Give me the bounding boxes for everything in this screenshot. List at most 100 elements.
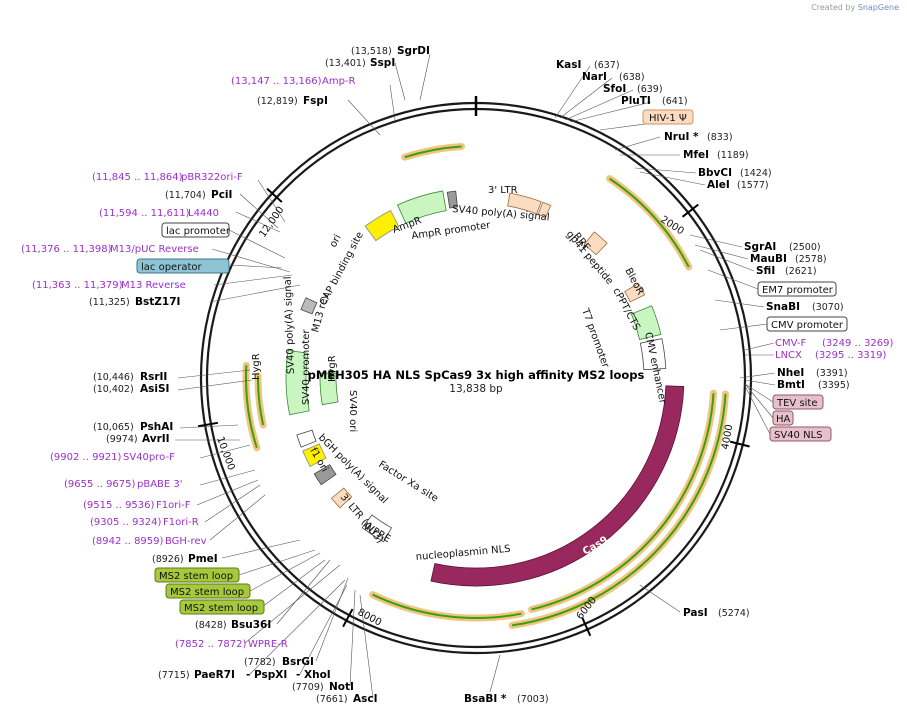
orf-ampr-line (404, 145, 462, 159)
enzyme-pluti[interactable]: PluTI (621, 95, 651, 107)
primer-f1orir[interactable]: F1ori-R (163, 517, 199, 528)
hygr2-shape (319, 372, 339, 406)
enzyme-labels-left: (13,518) SgrDI (13,401) SspI (12,819) Fs… (89, 45, 430, 705)
leader-line (238, 549, 316, 576)
box-em7-text: EM7 promoter (762, 285, 834, 296)
enzyme-sspi[interactable]: SspI (370, 57, 395, 69)
box-lac-operator[interactable]: lac operator (136, 258, 230, 274)
primer-l4440[interactable]: L4440 (188, 208, 219, 219)
enzyme-labels-right: KasI (637) NarI (638) SfoI (639) PluTI (… (464, 59, 850, 705)
enzyme-bsrgi[interactable]: BsrGI (282, 656, 314, 668)
enzyme-pmei-pos: (8926) (152, 554, 184, 565)
box-ms2-1-text: MS2 stem loop (159, 571, 233, 582)
box-ms2-loop-2[interactable]: MS2 stem loop (165, 583, 251, 599)
box-ms2-loop-1[interactable]: MS2 stem loop (154, 567, 240, 583)
enzyme-nrui[interactable]: NruI * (664, 131, 699, 143)
ampr-prom-shape (446, 190, 458, 209)
enzyme-pmei[interactable]: PmeI (188, 553, 218, 565)
box-ms2-loop-3[interactable]: MS2 stem loop (179, 599, 265, 615)
primer-ampr[interactable]: Amp-R (322, 76, 356, 87)
leader-line (213, 274, 293, 286)
enzyme-snabi[interactable]: SnaBI (766, 301, 800, 313)
enzyme-bsabi[interactable]: BsaBI * (464, 693, 507, 705)
primer-m13puc[interactable]: M13/pUC Reverse (110, 244, 199, 255)
enzyme-nari[interactable]: NarI (582, 71, 607, 83)
snapgene-logo: SnapGene (857, 3, 899, 12)
box-em7-promoter[interactable]: EM7 promoter (757, 281, 837, 297)
enzyme-bmti[interactable]: BmtI (777, 379, 805, 391)
enzyme-pcii[interactable]: PciI (211, 189, 232, 201)
enzyme-sgrai-pos: (2500) (789, 242, 821, 253)
primer-f1orif[interactable]: F1ori-F (156, 500, 191, 511)
box-tev-site[interactable]: TEV site (772, 394, 824, 410)
enzyme-sfoi[interactable]: SfoI (603, 83, 626, 95)
leader-line (554, 65, 591, 119)
primer-sv40pro[interactable]: SV40pro-F (123, 452, 175, 463)
enzyme-nhei[interactable]: NheI (777, 367, 804, 379)
box-sv40-nls[interactable]: SV40 NLS (769, 426, 832, 442)
enzyme-rsrii[interactable]: RsrII (140, 371, 167, 383)
orf-hygr-outer-line (245, 365, 258, 449)
leader-line (639, 171, 706, 186)
enzyme-avrii[interactable]: AvrII (142, 433, 170, 445)
enzyme-alei[interactable]: AleI (707, 179, 730, 191)
box-lac-promoter[interactable]: lac promoter (161, 222, 231, 238)
enzyme-paer7i[interactable]: PaeR7I (194, 669, 235, 681)
primer-pbr322ori[interactable]: pBR322ori-F (181, 172, 243, 183)
enzyme-asci[interactable]: AscI (353, 693, 378, 705)
feature-m13-rev: M13 rev (310, 292, 331, 334)
primer-m13rev[interactable]: M13 Reverse (121, 280, 186, 291)
primer-m13rev-range: (11,363 .. 11,379) (32, 280, 123, 291)
orf-bottom-halo (369, 591, 525, 622)
bleor-tag (624, 282, 646, 303)
enzyme-noti[interactable]: NotI (329, 681, 354, 693)
primer-wprer[interactable]: WPRE-R (248, 639, 288, 650)
primer-f1orir-range: (9305 .. 9324) (90, 517, 162, 528)
enzyme-asisi-pos: (10,402) (93, 384, 134, 395)
box-ha[interactable]: HA (772, 410, 794, 426)
orf-bottom-line (372, 593, 522, 619)
enzyme-sgrai[interactable]: SgrAI (744, 241, 776, 253)
enzyme-bbvci[interactable]: BbvCI (698, 167, 732, 179)
leader-line (689, 234, 743, 248)
primer-lncx[interactable]: LNCX (775, 350, 802, 361)
box-hiv1-psi[interactable]: HIV-1 Ψ (642, 109, 694, 125)
enzyme-bsu36i[interactable]: Bsu36I (231, 619, 271, 631)
ampr-shape (396, 190, 447, 224)
enzyme-fspi[interactable]: FspI (303, 95, 328, 107)
feature-nucleoplasmin-nls: nucleoplasmin NLS (415, 544, 511, 563)
tick-mark (266, 187, 283, 203)
enzyme-rsrii-pos: (10,446) (93, 372, 134, 383)
enzyme-sfii-pos: (2621) (785, 266, 817, 277)
enzyme-pcii-pos: (11,704) (165, 190, 206, 201)
enzyme-xhoi[interactable]: - XhoI (296, 669, 331, 681)
leader-line (419, 53, 431, 101)
enzyme-asisi[interactable]: AsiSI (140, 383, 169, 395)
enzyme-sfii[interactable]: SfiI (756, 265, 775, 277)
enzyme-sgrdi[interactable]: SgrDI (397, 45, 430, 57)
enzyme-bstz17i[interactable]: BstZ17I (135, 296, 180, 308)
ori-shape (364, 209, 400, 242)
leader-line (235, 211, 281, 233)
primer-pbabe[interactable]: pBABE 3' (137, 479, 183, 490)
tick-mark (581, 617, 592, 637)
box-cmv-promoter[interactable]: CMV promoter (766, 316, 848, 332)
enzyme-pspxi[interactable]: - PspXI (246, 669, 287, 681)
enzyme-pshai[interactable]: PshAI (140, 421, 173, 433)
ltr-small (537, 201, 552, 218)
leader-line (564, 89, 634, 121)
primer-cmvf[interactable]: CMV-F (775, 338, 806, 349)
bleor-shape (630, 305, 662, 340)
boxed-feature-labels: HIV-1 Ψ EM7 promoter CMV promoter TEV si… (136, 109, 848, 615)
enzyme-pasi[interactable]: PasI (683, 607, 708, 619)
enzyme-alei-pos: (1577) (737, 180, 769, 191)
primer-bghrev[interactable]: BGH-rev (165, 536, 207, 547)
enzyme-mfei[interactable]: MfeI (683, 149, 709, 161)
leader-line (347, 99, 381, 136)
enzyme-maubi[interactable]: MauBI (750, 253, 787, 265)
box-lacprom-text: lac promoter (166, 226, 231, 237)
enzyme-kasi[interactable]: KasI (556, 59, 581, 71)
primer-labels: (13,147 .. 13,166) Amp-R (11,845 .. 11,8… (21, 76, 894, 650)
enzyme-avrii-pos: (9974) (106, 434, 138, 445)
